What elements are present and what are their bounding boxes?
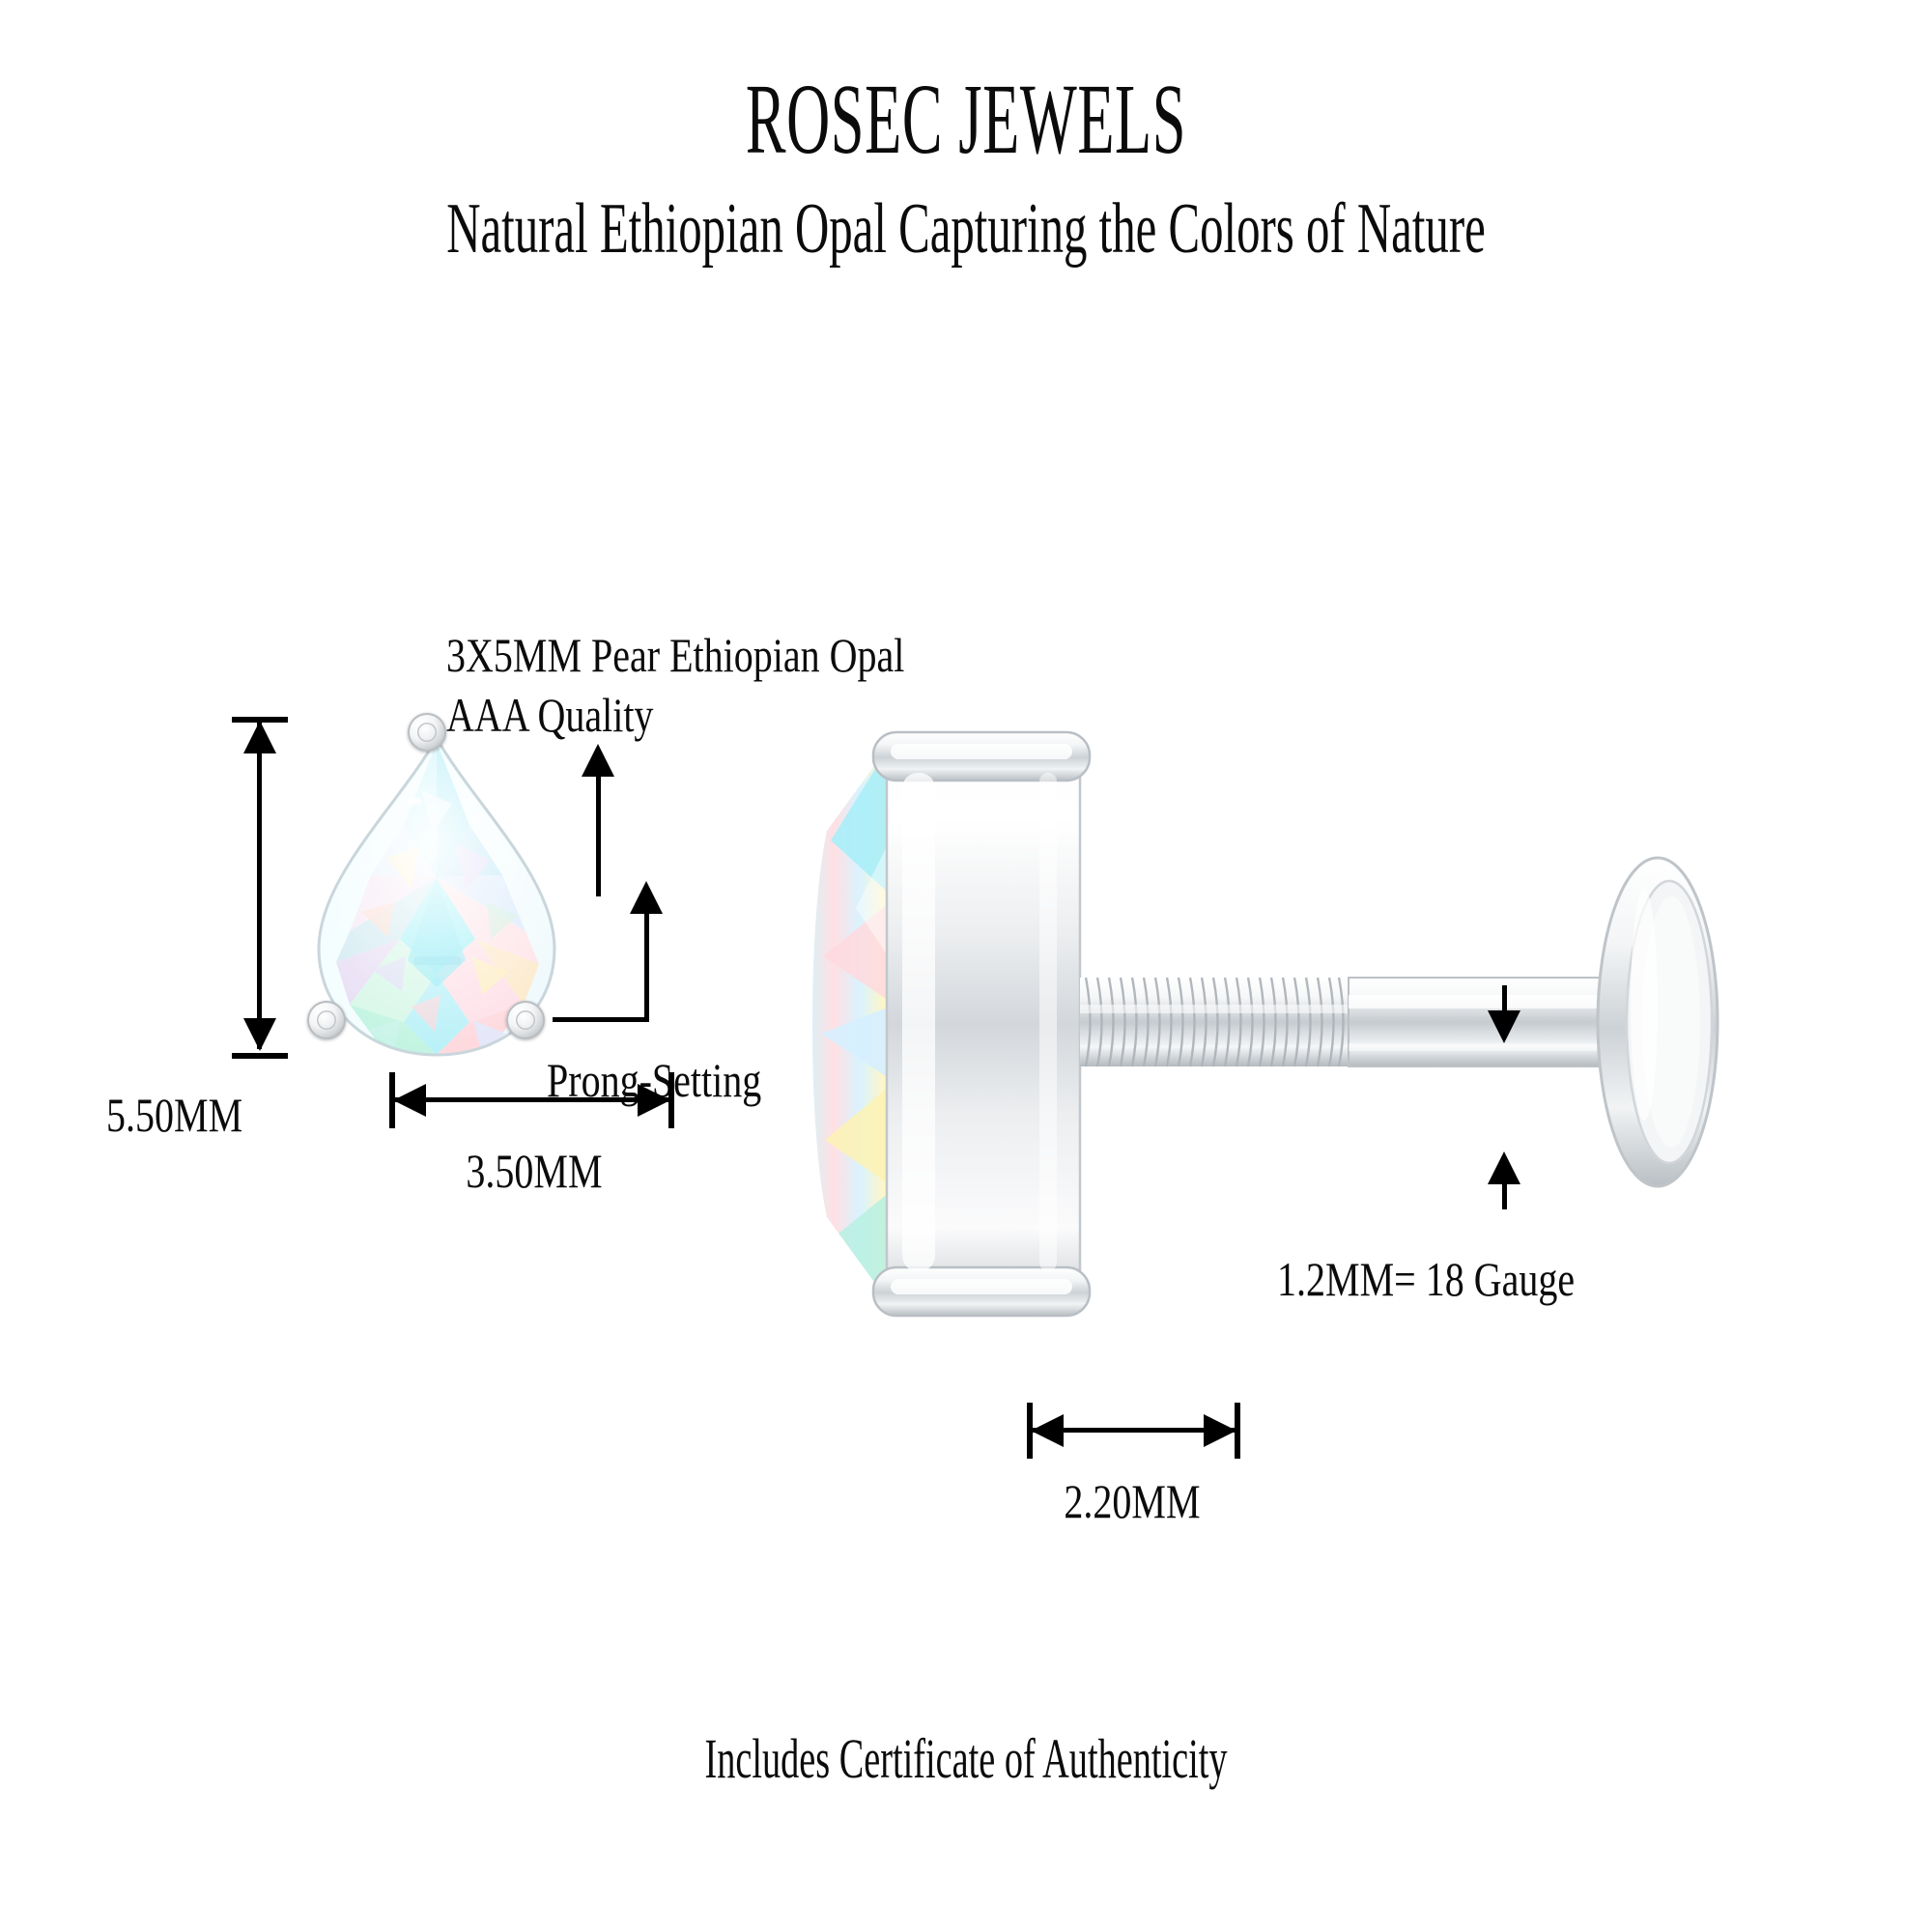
width-dim-arrow-left bbox=[393, 1084, 426, 1117]
prong-leader-horizontal bbox=[553, 1017, 649, 1022]
gauge-line-bottom bbox=[1502, 1180, 1507, 1209]
width-dim-cap-left bbox=[389, 1072, 395, 1128]
brand-title: ROSEC JEWELS bbox=[745, 64, 1187, 175]
stone-callout-line1: 3X5MM Pear Ethiopian Opal bbox=[446, 628, 905, 682]
height-dim-cap-bottom bbox=[232, 1053, 288, 1059]
prong-top bbox=[408, 713, 446, 752]
width-dim-label: 3.50MM bbox=[466, 1144, 603, 1198]
prong-leader-vertical bbox=[644, 908, 649, 1020]
height-dim-line bbox=[257, 723, 262, 1049]
height-dim-arrow-bottom bbox=[243, 1018, 276, 1051]
prong-leader-arrowhead bbox=[630, 881, 663, 914]
depth-dim-cap-right bbox=[1235, 1403, 1240, 1459]
gauge-arrow-bottom bbox=[1488, 1151, 1520, 1184]
stone-leader-arrowhead bbox=[582, 744, 614, 777]
gauge-line-top bbox=[1502, 985, 1507, 1014]
depth-dim-line bbox=[1033, 1428, 1237, 1433]
stone-callout-line2: AAA Quality bbox=[446, 688, 654, 742]
stone-leader-line bbox=[596, 773, 601, 896]
earring-side-view bbox=[802, 715, 1874, 1333]
height-dim-label: 5.50MM bbox=[106, 1088, 243, 1142]
gauge-label: 1.2MM= 18 Gauge bbox=[1277, 1252, 1576, 1306]
height-dim-cap-top bbox=[232, 717, 288, 723]
gauge-arrow-top bbox=[1488, 1010, 1520, 1043]
width-dim-arrow-right bbox=[638, 1084, 670, 1117]
height-dim-arrow-top bbox=[243, 721, 276, 753]
prong-bottom-left bbox=[307, 1001, 346, 1039]
tagline-subtitle: Natural Ethiopian Opal Capturing the Col… bbox=[446, 189, 1486, 269]
depth-dim-cap-left bbox=[1027, 1403, 1033, 1459]
depth-dim-arrow-left bbox=[1031, 1414, 1064, 1447]
certificate-note: Includes Certificate of Authenticity bbox=[704, 1727, 1228, 1790]
depth-dim-label: 2.20MM bbox=[1064, 1474, 1201, 1528]
pear-opal-gemstone bbox=[311, 732, 562, 1061]
prong-bottom-right bbox=[506, 1001, 545, 1039]
width-dim-cap-right bbox=[668, 1072, 674, 1128]
depth-dim-arrow-right bbox=[1204, 1414, 1236, 1447]
width-dim-line bbox=[395, 1097, 671, 1102]
